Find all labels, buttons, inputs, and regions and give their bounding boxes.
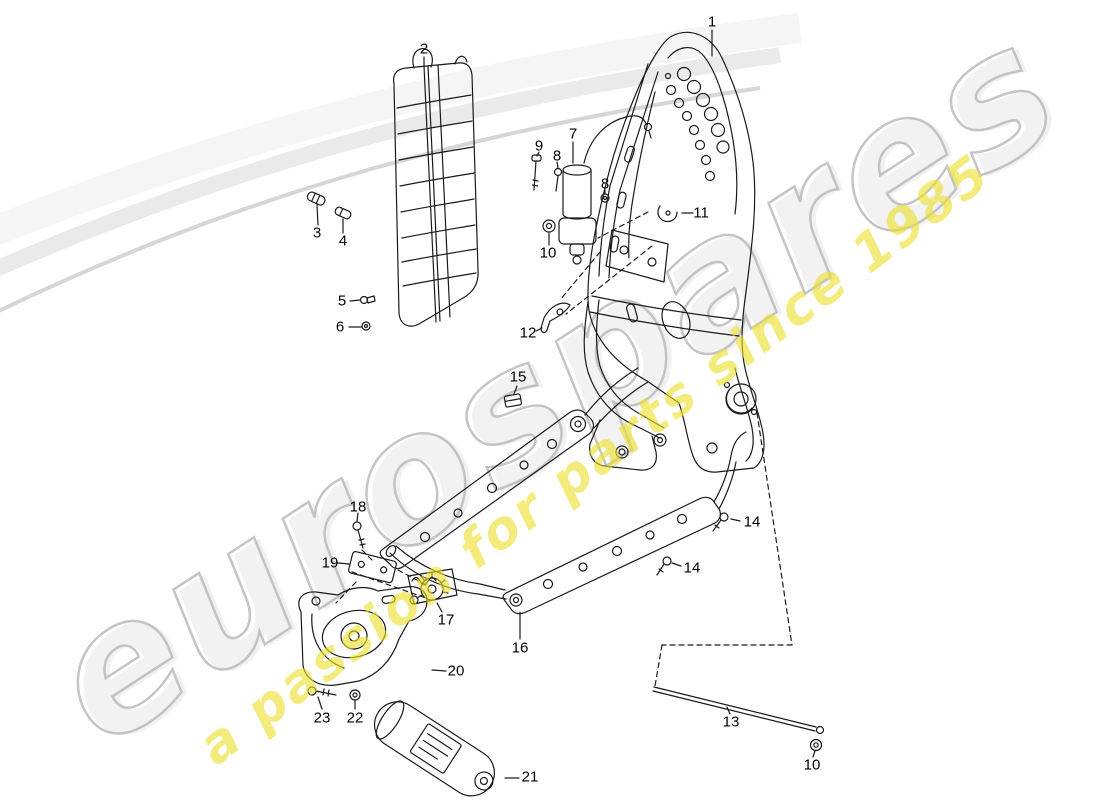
part-callout-1: 1	[707, 13, 717, 31]
part-10-washer	[542, 219, 556, 233]
part-6-nut	[361, 321, 371, 331]
part-callout-7: 7	[568, 125, 578, 143]
part-callout-15: 15	[509, 368, 527, 386]
part-callout-16: 16	[511, 639, 529, 657]
part-callout-17: 17	[437, 611, 455, 629]
shell-fasteners	[307, 686, 361, 701]
part-callout-23: 23	[313, 709, 331, 727]
part-callout-22: 22	[346, 709, 364, 727]
part-9-bolt	[531, 154, 542, 191]
backrest-grid-panel	[392, 48, 479, 327]
rail-screws	[656, 512, 729, 576]
seat-rail	[502, 431, 747, 615]
part-callout-14: 14	[683, 559, 701, 577]
part-callout-8: 8	[552, 147, 562, 165]
seat-side-shell	[298, 586, 428, 686]
gas-cylinder	[373, 700, 495, 797]
part-callout-2: 2	[419, 40, 429, 58]
part-4-pin	[334, 206, 352, 220]
part-3-pin	[306, 191, 326, 206]
part-callout-4: 4	[338, 232, 348, 250]
leader-lines	[316, 29, 816, 779]
part-callout-20: 20	[447, 662, 465, 680]
part-callout-10: 10	[803, 756, 821, 774]
part-callout-8: 8	[600, 175, 610, 193]
part-18-screw	[352, 521, 366, 549]
part-callout-18: 18	[349, 498, 367, 516]
part-callout-11: 11	[693, 204, 709, 222]
part-callout-6: 6	[335, 318, 345, 336]
part-callout-21: 21	[521, 768, 539, 786]
part-callout-9: 9	[534, 137, 544, 155]
seat-subframe	[379, 367, 649, 600]
part-callout-10: 10	[539, 244, 557, 262]
part-callout-5: 5	[337, 292, 347, 310]
backrest-motor	[558, 115, 653, 265]
part-callout-14: 14	[743, 513, 761, 531]
part-12-lever	[540, 302, 571, 334]
part-callout-12: 12	[519, 324, 537, 342]
part-callout-13: 13	[722, 713, 740, 731]
part-callout-19: 19	[321, 554, 339, 572]
part-15-clip	[503, 393, 523, 408]
part-11-clip	[657, 205, 678, 223]
torsion-rod	[652, 686, 825, 752]
assembly-dashed-lines	[335, 211, 793, 687]
part-callout-3: 3	[312, 224, 322, 242]
